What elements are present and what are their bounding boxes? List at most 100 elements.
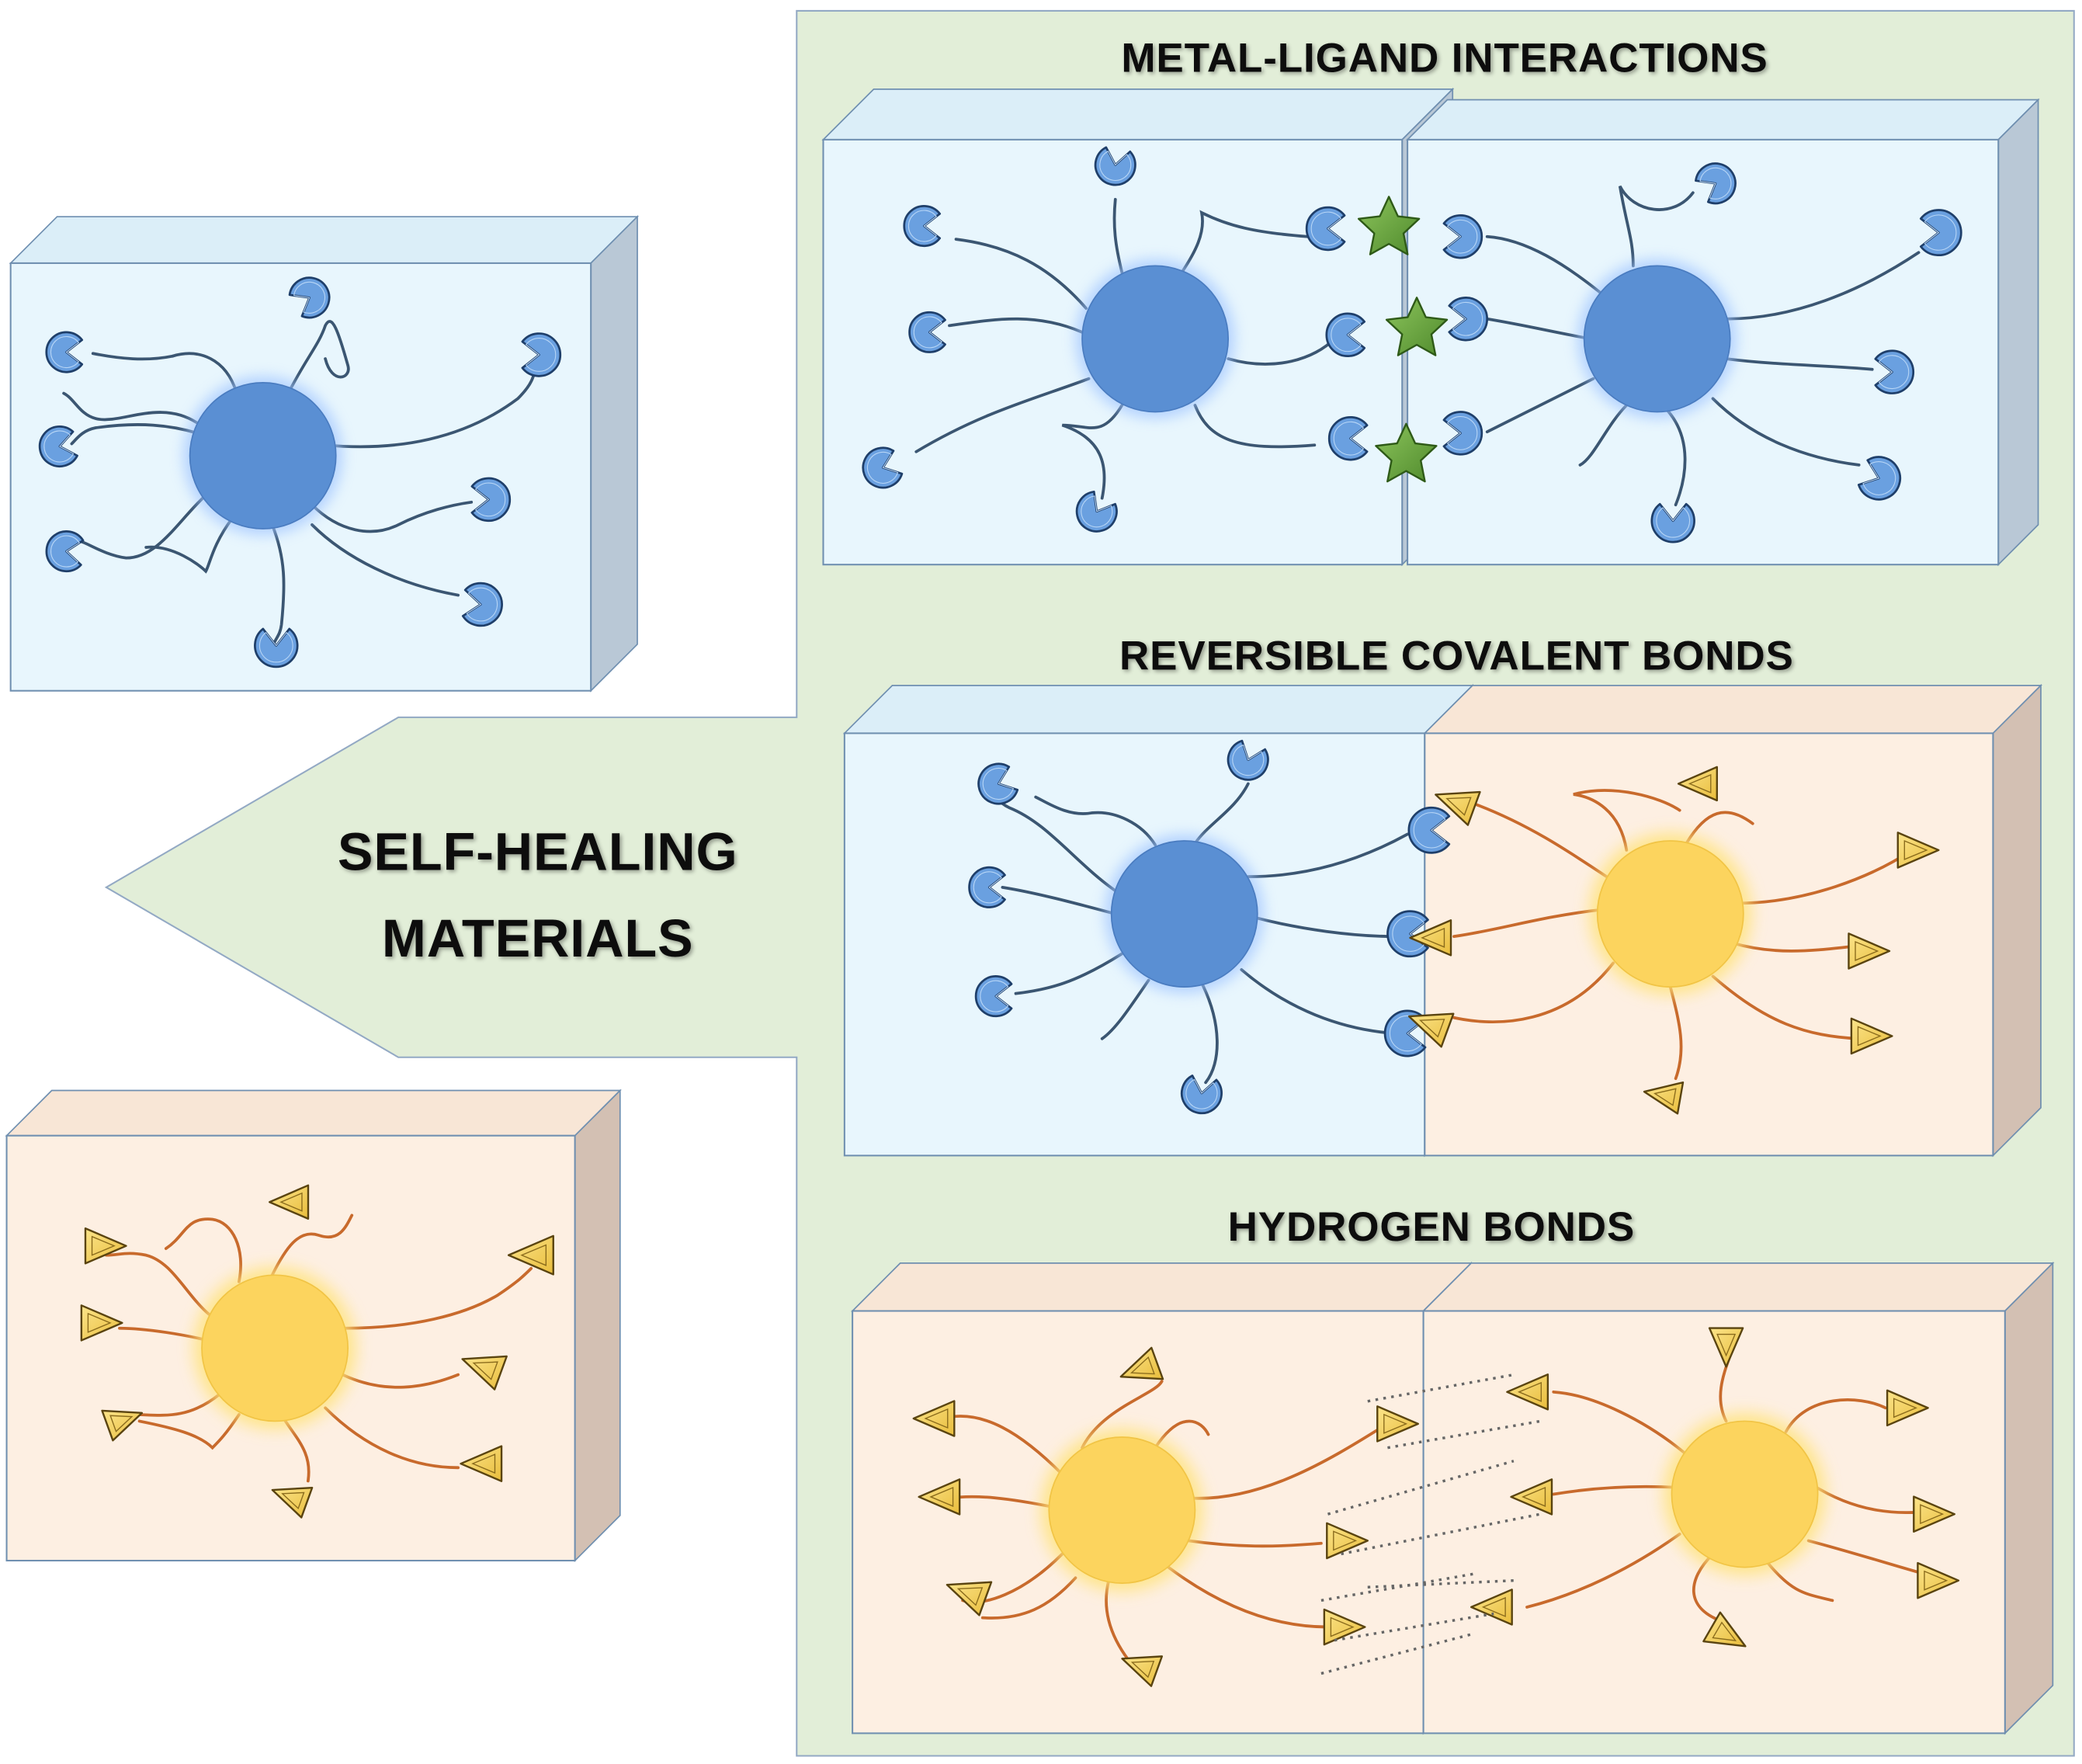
polymer-chain — [1472, 802, 1608, 879]
center-label-line1: SELF-HEALING — [338, 823, 738, 882]
box-side — [1997, 98, 2039, 567]
polymer-chain — [1191, 1426, 1383, 1500]
triangle-inner — [1924, 1570, 1948, 1591]
polymer-chain — [1193, 404, 1317, 449]
polymer-chain — [1061, 404, 1124, 500]
pacman-highlight — [1446, 219, 1478, 254]
pacman-highlight — [913, 316, 942, 349]
triangle-inner — [1383, 1413, 1408, 1434]
polymer-chain — [941, 1415, 1064, 1476]
triangle-inner — [1903, 839, 1928, 860]
pacman-highlight — [1392, 915, 1425, 952]
box-top — [1421, 1262, 2055, 1312]
triangle-end-group-icon — [460, 1445, 503, 1482]
polymer-chain — [324, 1406, 460, 1470]
triangle-inner — [1517, 1381, 1542, 1402]
star-metal-ion-icon — [1357, 196, 1421, 255]
polymer-chain — [1618, 185, 1695, 268]
pacman-highlight — [259, 631, 293, 663]
hydrogen-bond-line — [1320, 1632, 1475, 1675]
triangle-inner — [1920, 1504, 1945, 1525]
polymer-core-blue — [1110, 840, 1258, 988]
pacman-ligand-icon — [470, 477, 512, 523]
title-metal-ligand: METAL-LIGAND INTERACTIONS — [1121, 36, 1768, 82]
polymer-core-yellow — [1048, 1436, 1196, 1584]
triangle-end-group-icon — [1409, 919, 1452, 957]
polymer-chain — [1724, 251, 1921, 321]
polymer-chain — [1186, 1539, 1323, 1548]
pacman-highlight — [1413, 812, 1446, 849]
pacman-highlight — [525, 338, 557, 372]
pacman-highlight — [1185, 1078, 1218, 1109]
triangle-inner — [471, 1453, 496, 1474]
pacman-highlight — [43, 430, 75, 463]
box-side — [2004, 1261, 2054, 1735]
polymer-chain — [1452, 908, 1601, 939]
pacman-ligand-icon — [254, 627, 299, 668]
pacman-ligand-icon — [461, 582, 503, 627]
triangle-end-group-icon — [1896, 832, 1940, 869]
pacman-highlight — [1099, 151, 1132, 181]
title-hydrogen-bonds: HYDROGEN BONDS — [1228, 1204, 1636, 1250]
pacman-ligand-icon — [1325, 312, 1366, 358]
polymer-chain — [1167, 1565, 1330, 1629]
hydrogen-bond-line — [1334, 1612, 1494, 1642]
triangle-end-group-icon — [918, 1478, 961, 1516]
pacman-ligand-icon — [903, 205, 942, 248]
polymer-chain — [948, 317, 1084, 334]
polymer-chain — [1685, 811, 1754, 846]
polymer-chain — [1445, 961, 1615, 1023]
pacman-highlight — [980, 980, 1009, 1012]
polymer-chain — [1664, 408, 1687, 507]
pacman-highlight — [1924, 214, 1957, 251]
triangle-inner — [1421, 927, 1445, 948]
box-top — [9, 216, 640, 264]
hydrogen-bond-line — [1367, 1578, 1515, 1589]
triangle-inner — [956, 1587, 984, 1606]
polymer-chain — [270, 523, 286, 646]
box-top — [842, 684, 1474, 734]
pacman-highlight — [907, 210, 937, 242]
triangle-inner — [472, 1361, 498, 1380]
triangle-inner — [279, 1192, 303, 1212]
pacman-ligand-icon — [1857, 456, 1902, 501]
box-top — [1423, 684, 2043, 734]
polymer-chain — [144, 516, 234, 574]
pacman-highlight — [973, 871, 1002, 904]
pacman-ligand-icon — [1874, 349, 1915, 394]
triangle-inner — [924, 1408, 949, 1429]
triangle-end-group-icon — [1886, 1389, 1929, 1427]
triangle-inner — [929, 1486, 954, 1507]
polymer-chain — [1154, 1419, 1210, 1450]
triangle-inner — [1522, 1486, 1546, 1507]
polymer-chain — [131, 1393, 221, 1417]
polymer-chain — [1246, 832, 1409, 879]
triangle-end-group-icon — [1323, 1608, 1366, 1646]
pacman-highlight — [50, 335, 80, 369]
pacman-highlight — [1081, 495, 1113, 528]
pacman-ligand-icon — [1442, 214, 1483, 259]
pacman-ligand-icon — [1407, 806, 1451, 854]
pacman-highlight — [1446, 415, 1478, 450]
pacman-highlight — [466, 587, 498, 622]
polymer-chain — [1573, 789, 1681, 852]
pacman-highlight — [474, 482, 506, 517]
pacman-highlight — [293, 281, 325, 314]
pacman-highlight — [982, 767, 1015, 800]
polymer-chain — [1200, 981, 1219, 1085]
pacman-ligand-icon — [1180, 1075, 1223, 1115]
box-side — [1992, 683, 2042, 1158]
polymer-chain — [1180, 210, 1310, 274]
polymer-chain — [311, 523, 460, 597]
pacman-ligand-icon — [45, 530, 85, 573]
polymer-chain — [283, 320, 350, 401]
triangle-inner — [520, 1244, 547, 1266]
box-top — [851, 1262, 1473, 1312]
triangle-inner — [1893, 1398, 1917, 1418]
polymer-chain — [91, 352, 175, 361]
triangle-end-group-icon — [912, 1400, 956, 1437]
polymer-chain — [1100, 978, 1150, 1040]
polymer-chain — [1735, 849, 1914, 905]
star-metal-ion-icon — [1385, 297, 1449, 356]
polymer-core-blue — [1081, 265, 1230, 413]
